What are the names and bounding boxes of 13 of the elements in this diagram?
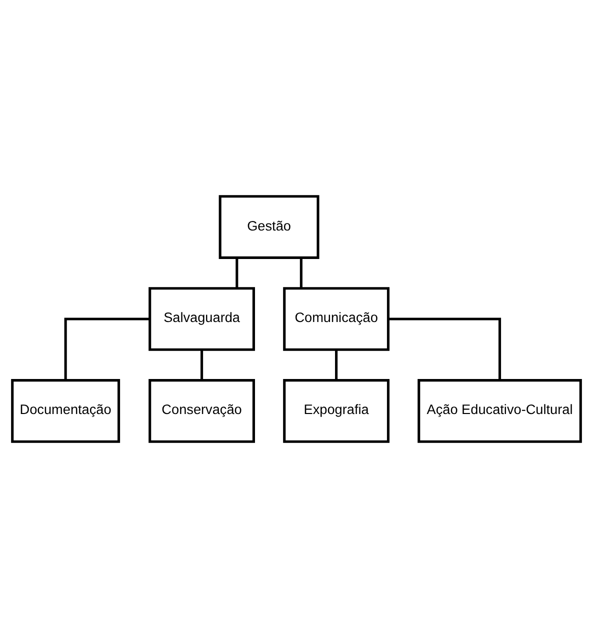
- node-box: Expografia: [283, 378, 390, 442]
- node-box: Comunicação: [283, 286, 390, 350]
- connector: [64, 317, 150, 380]
- connector: [388, 317, 502, 380]
- connector: [335, 349, 338, 380]
- node-box: Salvaguarda: [148, 286, 255, 350]
- connector: [236, 257, 238, 288]
- node-box: Conservação: [148, 378, 255, 442]
- connector: [300, 257, 302, 288]
- node-box: Documentação: [11, 378, 120, 442]
- node-box: Gestão: [218, 194, 320, 258]
- node-box: Ação Educativo-Cultural: [418, 378, 582, 442]
- connector: [200, 349, 204, 380]
